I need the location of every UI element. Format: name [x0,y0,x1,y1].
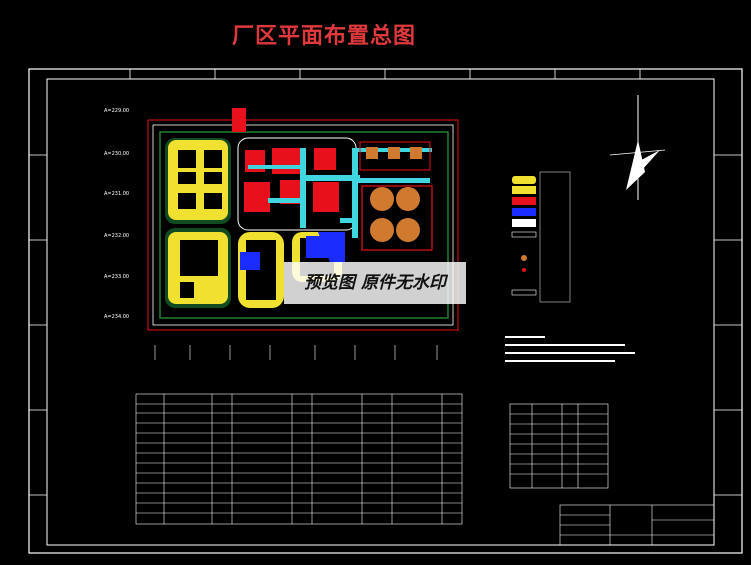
drawing-title: 厂区平面布置总图 [231,24,416,49]
equipment-table [135,393,463,525]
inner-frame [46,78,715,546]
grid-axis-labels: A=229.00 A=230.00 A=231.00 A=232.00 A=23… [104,108,129,320]
title-block [559,504,715,546]
office-zone [165,138,231,308]
watermark-banner: 预览图 原件无水印 [284,262,466,304]
site-boundary [147,119,459,331]
north-arrow-icon [609,95,666,200]
svg-text:A=233.00: A=233.00 [104,274,129,280]
svg-text:A=231.00: A=231.00 [104,191,129,197]
legend [511,171,571,303]
tank-farm [359,141,433,251]
right-table [509,403,609,489]
svg-text:A=230.00: A=230.00 [104,151,129,157]
svg-text:A=234.00: A=234.00 [104,314,129,320]
bottom-axis-marks [154,345,438,360]
main-gate [232,108,246,132]
svg-text:A=229.00: A=229.00 [104,108,129,114]
outer-frame [28,68,743,554]
svg-text:A=232.00: A=232.00 [104,233,129,239]
notes-block [505,336,635,362]
frame-grid-ticks [29,69,742,496]
